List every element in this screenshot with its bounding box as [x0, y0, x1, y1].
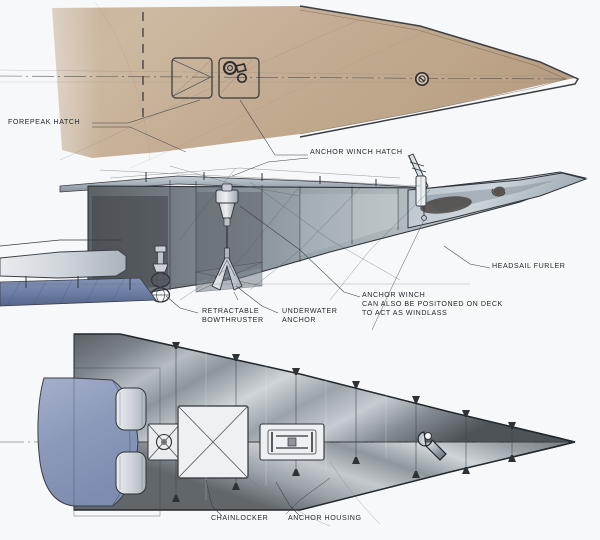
plan-highlight-seams — [205, 348, 387, 500]
anchor-winch-assembly — [215, 183, 239, 258]
profile-anchor-pocket — [493, 186, 505, 196]
plan-bowthruster-symbol — [147, 423, 181, 461]
underwater-anchor-assembly — [211, 247, 243, 291]
plan-sketch-curve-1 — [247, 477, 331, 527]
leader-anchor-housing — [275, 481, 301, 517]
deck-sketch-arc-3 — [94, 1, 151, 161]
headsail-furler-assembly — [371, 153, 429, 331]
profile-blue-hull — [0, 277, 157, 307]
profile-aft-structures — [0, 239, 157, 307]
deck-left-fade — [0, 0, 240, 170]
leader-underwater-anchor — [235, 285, 279, 314]
deck-guide-upper — [0, 69, 561, 77]
profile-anchor-pocket-outline — [491, 188, 506, 197]
leader-bowthruster — [165, 295, 199, 314]
plan-berth-starboard — [115, 451, 147, 495]
profile-deck-fittings — [145, 172, 377, 186]
leader-chainlocker — [205, 479, 223, 517]
profile-bow-section — [407, 172, 588, 229]
leader-headsail-furler — [443, 245, 491, 269]
label-anchor-winch: ANCHOR WINCH — [362, 291, 426, 299]
anchor-winch-hatch-symbol — [218, 57, 260, 99]
profile-compartment-3 — [352, 194, 398, 240]
plan-berths — [115, 387, 147, 495]
label-underwater-anchor-line2: ANCHOR — [282, 316, 317, 324]
label-anchor-winch-note-2: TO ACT AS WINDLASS — [362, 309, 448, 317]
label-underwater-anchor-line1: UNDERWATER — [282, 307, 338, 315]
leader-underwater-anchor-2 — [233, 291, 239, 301]
deck-centerline — [0, 75, 567, 80]
label-chainlocker: CHAINLOCKER — [211, 514, 269, 522]
label-retractable-bowthruster-line1: RETRACTABLE — [202, 307, 260, 315]
plan-frame-markers — [172, 342, 516, 502]
label-headsail-furler: HEADSAIL FURLER — [492, 262, 566, 270]
plan-sketch-curve-2 — [329, 461, 381, 525]
plan-anchor-winch-symbol — [259, 423, 325, 461]
sheer-line — [299, 5, 580, 138]
interior-plan-view — [0, 333, 578, 527]
plan-hull-outline — [74, 333, 576, 511]
label-anchor-housing: ANCHOR HOUSING — [288, 514, 362, 522]
label-anchor-winch-note-1: CAN ALSO BE POSITONED ON DECK — [362, 300, 503, 308]
leader-anchor-winch-hatch — [239, 99, 308, 156]
leader-forepeak-hatch-2 — [92, 126, 187, 153]
profile-berth-cylinder — [0, 249, 127, 279]
leader-anchor-winch-hatch-2 — [231, 157, 309, 177]
profile-section-view — [0, 153, 588, 331]
plan-berth-port — [115, 387, 147, 431]
profile-rail-line — [0, 239, 122, 247]
profile-void-fwd — [420, 196, 472, 214]
deck-anchor-housing-symbol — [414, 71, 430, 87]
deck-plan-view — [0, 0, 580, 177]
deck-sketch-arc-2 — [129, 29, 431, 169]
plan-chainlocker-symbol — [177, 405, 249, 479]
plan-anchor-housing-symbol — [417, 431, 447, 461]
forepeak-hatch-symbol — [171, 57, 213, 99]
deck-sketch-arc-1 — [59, 19, 361, 161]
label-forepeak-hatch: FOREPEAK HATCH — [8, 118, 81, 126]
leader-forepeak-hatch — [92, 99, 201, 124]
retractable-bowthruster-assembly — [150, 245, 171, 303]
profile-rigging-lines — [99, 165, 431, 301]
profile-chainlocker-x — [195, 261, 263, 293]
profile-compartment-1 — [196, 192, 262, 282]
label-anchor-winch-hatch: ANCHOR WINCH HATCH — [310, 148, 403, 156]
label-retractable-bowthruster-line2: BOWTHRUSTER — [202, 316, 264, 324]
leader-anchor-winch — [239, 205, 361, 298]
leader-anchor-housing-2 — [285, 477, 331, 515]
plan-cabin-frame — [73, 367, 161, 517]
deck-edge-inner — [299, 9, 567, 135]
